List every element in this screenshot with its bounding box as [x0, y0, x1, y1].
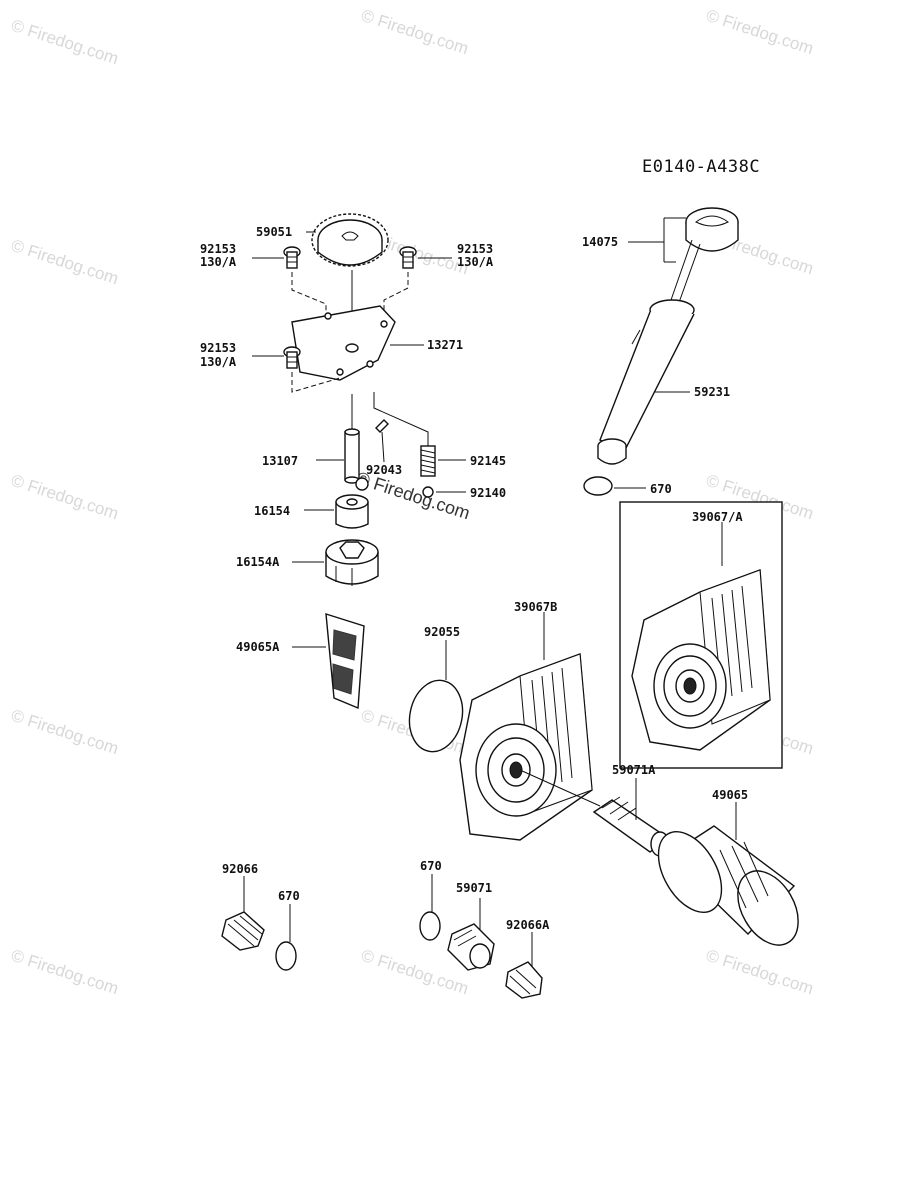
label-670-mid: 670: [420, 859, 442, 873]
o-ring-670-mid: [419, 911, 441, 941]
label-92153-tl: 92153: [200, 242, 236, 256]
oil-filter-49065: [657, 825, 799, 946]
adapter-39067B: [459, 653, 593, 841]
label-39067A: 39067/A: [692, 510, 743, 524]
bolt-92153-top-left: [283, 246, 301, 269]
label-92145: 92145: [470, 454, 506, 468]
pin-92043: [375, 419, 389, 433]
ball-92140: [422, 486, 434, 498]
label-49065A: 49065A: [236, 640, 280, 654]
nipple-59071A: [592, 796, 670, 857]
screen-49065A: [325, 613, 365, 710]
label-92140: 92140: [470, 486, 506, 500]
watermark: © Firedog.com: [704, 6, 816, 59]
label-49065: 49065: [712, 788, 748, 802]
label-670-top: 670: [650, 482, 672, 496]
label-59051: 59051: [256, 225, 292, 239]
shaft-13107: [344, 428, 360, 484]
outer-rotor-16154A: [325, 539, 379, 586]
label-670-left: 670: [278, 889, 300, 903]
watermark: © Firedog.com: [359, 6, 471, 59]
watermark: © Firedog.com: [704, 946, 816, 999]
o-ring-670-top: [583, 476, 613, 496]
label-130a-tl: 130/A: [200, 255, 237, 269]
bolt-92153-mid-left: [283, 346, 301, 369]
label-59071: 59071: [456, 881, 492, 895]
label-14075: 14075: [582, 235, 618, 249]
spring-92145: [420, 445, 436, 477]
label-16154: 16154: [254, 504, 290, 518]
diagram-code: E0140-A438C: [642, 157, 760, 177]
inner-rotor-16154: [335, 494, 369, 529]
label-13107: 13107: [262, 454, 298, 468]
bolt-92153-top-right: [399, 246, 417, 269]
watermark: © Firedog.com: [9, 16, 121, 69]
o-ring-670-left: [275, 941, 297, 971]
fitting-59071: [447, 923, 495, 971]
label-16154A: 16154A: [236, 555, 280, 569]
label-13271: 13271: [427, 338, 463, 352]
watermark: © Firedog.com: [9, 946, 121, 999]
label-92055: 92055: [424, 625, 460, 639]
label-130a-ml: 130/A: [200, 355, 237, 369]
label-59071A: 59071A: [612, 763, 656, 777]
tube-59231: [597, 299, 695, 465]
plug-92066A: [505, 961, 543, 999]
label-92153-tr: 92153: [457, 242, 493, 256]
label-39067B: 39067B: [514, 600, 557, 614]
label-59231: 59231: [694, 385, 730, 399]
watermark: © Firedog.com: [9, 706, 121, 759]
inset-box-39067A: [619, 501, 783, 769]
plate-13271: [291, 305, 396, 381]
watermark: © Firedog.com: [9, 236, 121, 289]
label-92066A: 92066A: [506, 918, 550, 932]
label-130a-tr: 130/A: [457, 255, 494, 269]
o-ring-92055: [408, 679, 464, 753]
label-92153-ml: 92153: [200, 341, 236, 355]
label-92066: 92066: [222, 862, 258, 876]
plug-92066: [221, 911, 265, 951]
gear-59051: [311, 213, 389, 267]
label-92043: 92043: [366, 463, 402, 477]
watermark: © Firedog.com: [9, 471, 121, 524]
